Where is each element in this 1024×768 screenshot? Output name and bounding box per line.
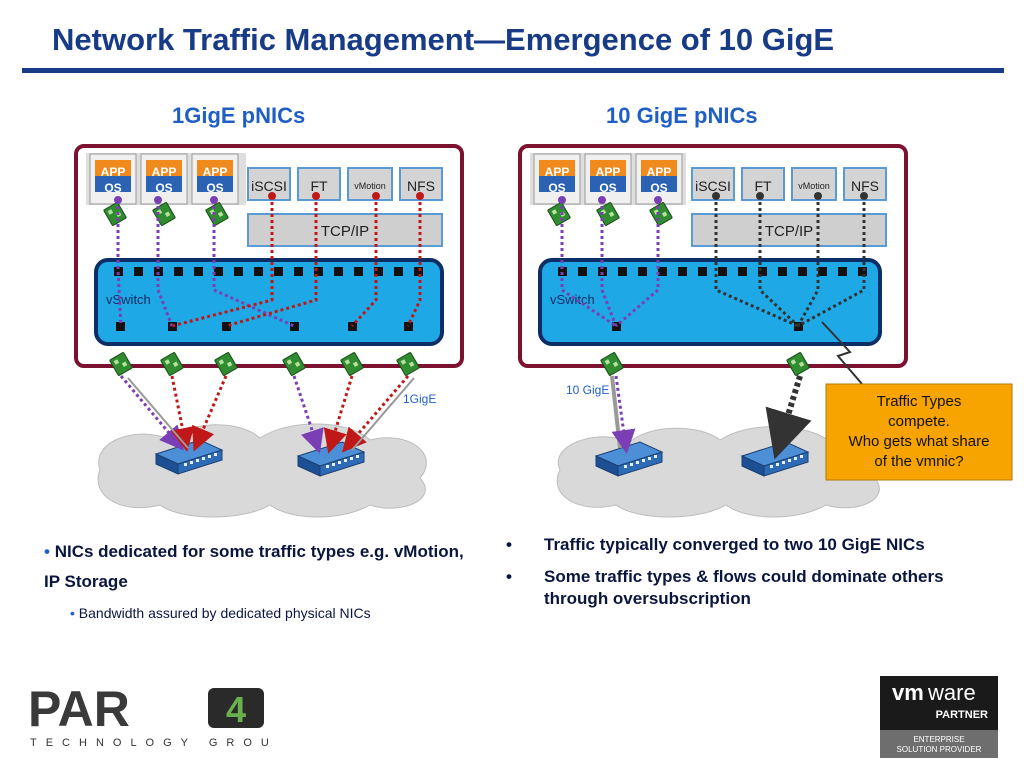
vmware-tier-1: ENTERPRISE bbox=[913, 735, 964, 744]
left-tcpip-stack bbox=[247, 213, 443, 247]
left-label-iscsi: iSCSI bbox=[251, 178, 287, 194]
par4-wordmark: PAR bbox=[28, 684, 130, 737]
left-cable-6 bbox=[351, 377, 415, 451]
right-tcpip-stack bbox=[691, 213, 887, 247]
right-label-nfs: NFS bbox=[851, 178, 879, 194]
left-cable-1 bbox=[127, 377, 189, 449]
vmware-vm: vm bbox=[892, 680, 924, 705]
right-label-ft: FT bbox=[754, 178, 772, 194]
left-vm-3-app: APP bbox=[203, 165, 228, 179]
par4-logo: PAR 4 TECHNOLOGY GROUP bbox=[28, 681, 285, 750]
right-vm-1 bbox=[533, 153, 581, 205]
left-host: APP OS APP OS APP OS iSCSI FT vMotion NF… bbox=[74, 144, 464, 377]
left-uplink-3 bbox=[192, 375, 228, 452]
vmware-ware: ware bbox=[927, 680, 976, 705]
right-uplink-1 bbox=[611, 375, 636, 454]
right-path-vmotion bbox=[796, 196, 820, 327]
left-link-label: 1GigE bbox=[403, 392, 436, 406]
right-link-label: 10 GigE bbox=[566, 383, 609, 397]
left-bullet-1: • NICs dedicated for some traffic types … bbox=[44, 542, 464, 591]
right-label-iscsi: iSCSI bbox=[695, 178, 731, 194]
right-path-vm3 bbox=[615, 200, 660, 328]
right-path-vm1 bbox=[560, 200, 617, 328]
left-vm-2-app: APP bbox=[152, 165, 177, 179]
left-service-iscsi bbox=[247, 167, 291, 201]
right-bullet-1: •Traffic typically converged to two 10 G… bbox=[506, 534, 966, 556]
slide-title: Network Traffic Management—Emergence of … bbox=[52, 22, 835, 57]
right-bullet-2: •Some traffic types & flows could domina… bbox=[506, 566, 966, 610]
left-bullet-2: • Bandwidth assured by dedicated physica… bbox=[70, 605, 371, 621]
right-vswitch-ports bbox=[558, 267, 867, 331]
left-vm-3-os: OS bbox=[206, 181, 223, 195]
left-path-vmotion bbox=[350, 196, 378, 328]
right-path-ft bbox=[758, 196, 800, 328]
right-path-iscsi bbox=[714, 196, 799, 328]
right-vm-2-app: APP bbox=[596, 165, 621, 179]
left-path-ft bbox=[225, 196, 318, 328]
left-service-vmotion bbox=[347, 167, 393, 201]
callout-line-1: Traffic Types bbox=[877, 393, 962, 410]
par4-badge bbox=[208, 688, 264, 728]
left-bullet-1-text: NICs dedicated for some traffic types e.… bbox=[44, 542, 464, 591]
left-uplink-6 bbox=[342, 375, 410, 453]
right-path-nfs bbox=[797, 196, 866, 328]
right-service-vmotion bbox=[791, 167, 837, 201]
callout-line-2: compete. bbox=[888, 413, 950, 430]
callout-pointer bbox=[821, 321, 863, 385]
left-path-vm2 bbox=[156, 200, 174, 327]
left-heading: 1GigE pNICs bbox=[172, 103, 306, 128]
right-vm-3-app: APP bbox=[647, 165, 672, 179]
right-vm-1-os: OS bbox=[548, 181, 565, 195]
left-vm-1 bbox=[89, 153, 137, 205]
right-tcpip-label: TCP/IP bbox=[765, 223, 813, 240]
par4-digit: 4 bbox=[226, 689, 246, 730]
left-vm-2-os: OS bbox=[155, 181, 172, 195]
right-vm-3-os: OS bbox=[650, 181, 667, 195]
left-network-cloud bbox=[97, 423, 427, 518]
vmware-tier-2: SOLUTION PROVIDER bbox=[897, 745, 982, 754]
left-bullet-list: • NICs dedicated for some traffic types … bbox=[44, 537, 464, 623]
left-tcpip-label: TCP/IP bbox=[321, 223, 369, 240]
callout-line-3: Who gets what share bbox=[849, 433, 990, 450]
right-bullet-1-text: Traffic typically converged to two 10 Gi… bbox=[544, 535, 925, 554]
left-uplink-5 bbox=[323, 375, 354, 454]
par4-tagline: TECHNOLOGY GROUP bbox=[30, 737, 268, 749]
right-path-vm2 bbox=[600, 200, 618, 327]
right-uplink-2 bbox=[765, 375, 812, 460]
left-uplink-4 bbox=[292, 375, 324, 454]
vmware-partner-label: PARTNER bbox=[936, 709, 988, 721]
callout-box bbox=[825, 383, 1013, 481]
right-bullet-list: •Traffic typically converged to two 10 G… bbox=[506, 534, 966, 610]
right-vm-2-os: OS bbox=[599, 181, 616, 195]
left-label-vmotion: vMotion bbox=[354, 181, 386, 191]
left-vswitch-label: vSwitch bbox=[106, 292, 151, 307]
left-vm-2 bbox=[140, 153, 188, 205]
right-service-nfs bbox=[843, 167, 887, 201]
right-label-vmotion: vMotion bbox=[798, 181, 830, 191]
title-rule bbox=[22, 68, 1004, 73]
left-label-nfs: NFS bbox=[407, 178, 435, 194]
left-path-vm3 bbox=[212, 200, 295, 328]
left-path-iscsi bbox=[171, 196, 274, 328]
right-host: APP OS APP OS APP OS iSCSI FT vMotion NF… bbox=[518, 144, 908, 377]
right-vm-2 bbox=[584, 153, 632, 205]
right-heading: 10 GigE pNICs bbox=[606, 103, 758, 128]
callout-line-4: of the vmnic? bbox=[874, 453, 963, 470]
left-path-nfs bbox=[406, 196, 422, 327]
right-vm-1-app: APP bbox=[545, 165, 570, 179]
vmware-partner-logo: vm ware PARTNER ENTERPRISE SOLUTION PROV… bbox=[880, 676, 998, 758]
left-bullet-2-text: Bandwidth assured by dedicated physical … bbox=[78, 605, 371, 621]
left-vm-1-os: OS bbox=[104, 181, 121, 195]
right-vswitch-label: vSwitch bbox=[550, 292, 595, 307]
left-label-ft: FT bbox=[310, 178, 328, 194]
right-bullet-2-text: Some traffic types & flows could dominat… bbox=[544, 567, 944, 608]
left-vm-1-app: APP bbox=[101, 165, 126, 179]
